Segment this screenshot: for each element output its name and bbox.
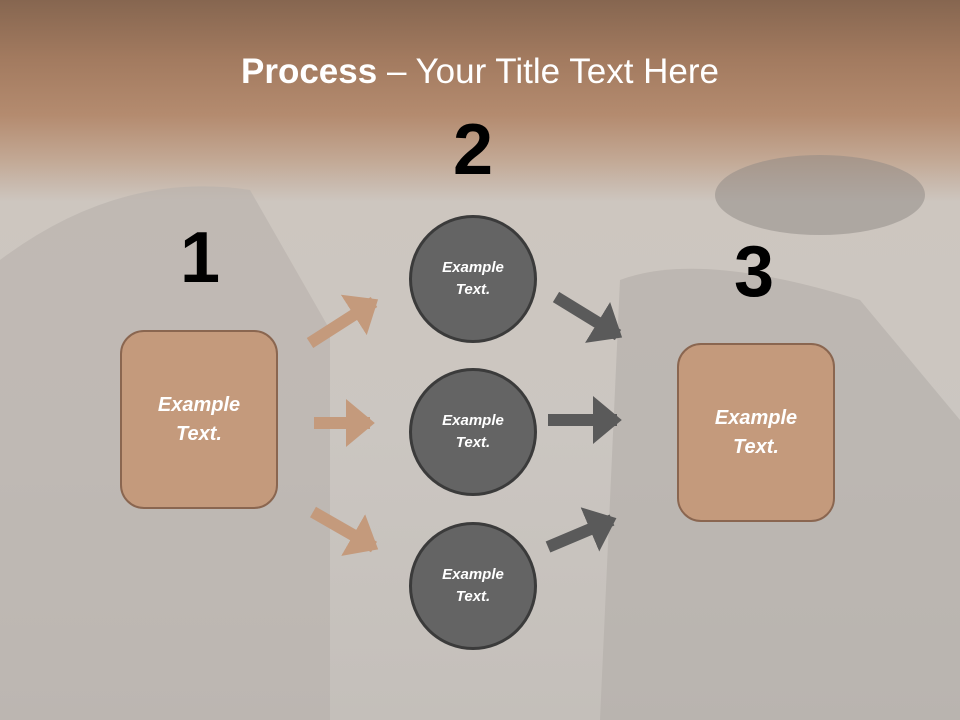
slide-title: Process – Your Title Text Here: [0, 52, 960, 92]
circle-3-text-line1: Example: [442, 565, 504, 583]
circle-3-text-line2: Text.: [455, 588, 491, 605]
step-1-text-line2: Text.: [176, 422, 222, 445]
arrow-circle-3-to-3: [545, 507, 617, 553]
circle-1-text-line1: Example: [442, 258, 504, 276]
step-number-1: 1: [179, 218, 221, 298]
arrow-circle-1-to-3: [552, 291, 623, 343]
step-number-2: 2: [452, 110, 494, 190]
circle-1-text-line2: Text.: [455, 281, 491, 298]
title-bold: Process: [241, 52, 378, 91]
circle-2-text-line1: Example: [442, 411, 504, 429]
step-1-text-line1: Example: [157, 393, 241, 416]
arrow-1-to-circle-3: [310, 506, 379, 556]
circle-2-text-line2: Text.: [455, 434, 491, 451]
step-number-3: 3: [733, 232, 775, 312]
step-3-text-line2: Text.: [733, 435, 779, 458]
arrow-1-to-circle-1: [306, 294, 379, 349]
step-3-text-line1: Example: [714, 406, 798, 429]
title-rest: – Your Title Text Here: [377, 52, 719, 91]
